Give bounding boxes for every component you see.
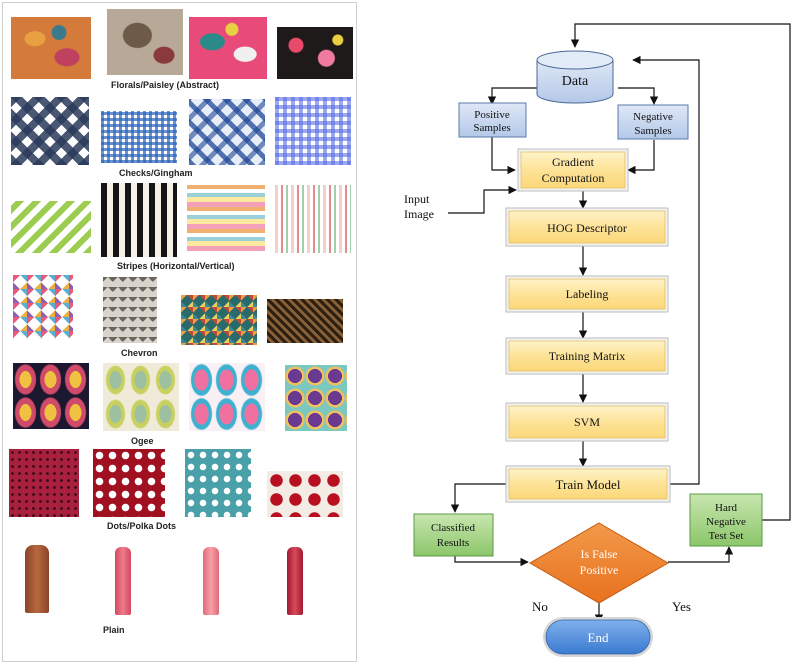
- yes-label: Yes: [672, 599, 691, 614]
- arrow-data-to-positive: [487, 87, 540, 105]
- arrow-classified-to-decision: [454, 556, 529, 567]
- classified-line-1: Classified: [431, 522, 475, 534]
- arrow-negative-to-gradient: [627, 140, 655, 175]
- arrow-data-to-negative: [618, 87, 659, 105]
- gingham-swatch-4: [275, 97, 351, 165]
- arrow-train-to-data: [632, 55, 700, 485]
- positive-samples-line-2: Samples: [473, 122, 510, 134]
- classified-results-node: Classified Results: [413, 513, 494, 557]
- no-label: No: [532, 599, 548, 614]
- category-label-chevron: Chevron: [121, 348, 158, 358]
- training-matrix-node: Training Matrix: [505, 337, 669, 375]
- ogee-swatch-2: [103, 363, 179, 431]
- training-matrix-label: Training Matrix: [549, 349, 626, 363]
- plain-garment-1: [25, 545, 49, 613]
- chevron-swatch-1: [13, 275, 73, 339]
- gingham-swatch-3: [189, 99, 265, 165]
- arrow-input-to-gradient: [448, 185, 517, 214]
- chevron-swatch-3: [181, 295, 257, 345]
- svm-node: SVM: [505, 402, 669, 442]
- paisley-swatch-3: [189, 17, 267, 79]
- chevron-swatch-4: [267, 299, 343, 343]
- category-label-florals: Florals/Paisley (Abstract): [111, 80, 220, 90]
- plain-garment-3: [203, 547, 219, 615]
- data-node: Data: [536, 50, 614, 104]
- data-label: Data: [562, 74, 589, 89]
- stripe-swatch-2: [101, 183, 177, 257]
- arrow-positive-to-gradient: [491, 137, 516, 175]
- paisley-swatch-4: [277, 27, 353, 79]
- dots-swatch-1: [9, 449, 79, 517]
- plain-garment-2: [115, 547, 131, 615]
- paisley-swatch-1: [11, 17, 91, 79]
- stripe-swatch-3: [187, 185, 265, 251]
- end-label: End: [588, 630, 609, 645]
- chevron-swatch-2: [103, 277, 157, 343]
- negative-samples-line-1: Negative: [633, 111, 673, 123]
- category-label-plain: Plain: [103, 625, 125, 635]
- gingham-swatch-1: [11, 97, 89, 165]
- hard-negative-test-set-node: Hard Negative Test Set: [689, 493, 763, 547]
- labeling-node: Labeling: [505, 275, 669, 313]
- arrow-hardneg-to-data: [570, 23, 791, 521]
- classified-line-2: Results: [437, 537, 469, 549]
- paisley-swatch-2: [107, 9, 183, 75]
- negative-samples-line-2: Samples: [634, 125, 671, 137]
- gingham-swatch-2: [101, 111, 177, 163]
- dots-swatch-2: [93, 449, 165, 517]
- end-node: End: [543, 617, 653, 657]
- gradient-line-2: Computation: [542, 171, 605, 185]
- hog-descriptor-node: HOG Descriptor: [505, 207, 669, 247]
- input-image-line-1: Input: [404, 192, 430, 206]
- positive-samples-node: Positive Samples: [458, 102, 527, 138]
- pattern-category-panel: Florals/Paisley (Abstract) Checks/Gingha…: [2, 2, 357, 662]
- ogee-swatch-1: [13, 363, 89, 429]
- decision-line-1: Is False: [581, 547, 618, 561]
- hard-negative-line-3: Test Set: [709, 530, 744, 542]
- category-label-stripes: Stripes (Horizontal/Vertical): [117, 261, 235, 271]
- hard-negative-line-1: Hard: [715, 502, 737, 514]
- input-image-label: Input Image: [404, 192, 434, 221]
- category-label-ogee: Ogee: [131, 436, 154, 446]
- arrow-train-to-classified: [450, 483, 506, 513]
- input-image-line-2: Image: [404, 207, 434, 221]
- ogee-swatch-3: [189, 363, 265, 431]
- ogee-swatch-4: [285, 365, 347, 431]
- dots-swatch-3: [185, 449, 251, 517]
- is-false-positive-decision: Is False Positive: [529, 522, 669, 604]
- category-label-checks: Checks/Gingham: [119, 168, 193, 178]
- positive-samples-line-1: Positive: [474, 109, 510, 121]
- flow-connectors: [448, 23, 791, 623]
- train-model-node: Train Model: [505, 465, 671, 503]
- decision-line-2: Positive: [580, 563, 619, 577]
- hard-negative-line-2: Negative: [706, 516, 746, 528]
- gradient-computation-node: Gradient Computation: [517, 148, 629, 192]
- category-label-dots: Dots/Polka Dots: [107, 521, 177, 531]
- gradient-line-1: Gradient: [552, 155, 595, 169]
- train-model-label: Train Model: [556, 477, 621, 492]
- plain-garment-4: [287, 547, 303, 615]
- arrow-decision-to-hardneg: [668, 546, 734, 563]
- dots-swatch-4: [267, 471, 343, 517]
- negative-samples-node: Negative Samples: [617, 104, 689, 140]
- stripe-swatch-4: [275, 185, 351, 253]
- svm-label: SVM: [574, 415, 600, 429]
- hog-label: HOG Descriptor: [547, 221, 627, 235]
- labeling-label: Labeling: [566, 287, 609, 301]
- stripe-swatch-1: [11, 201, 91, 253]
